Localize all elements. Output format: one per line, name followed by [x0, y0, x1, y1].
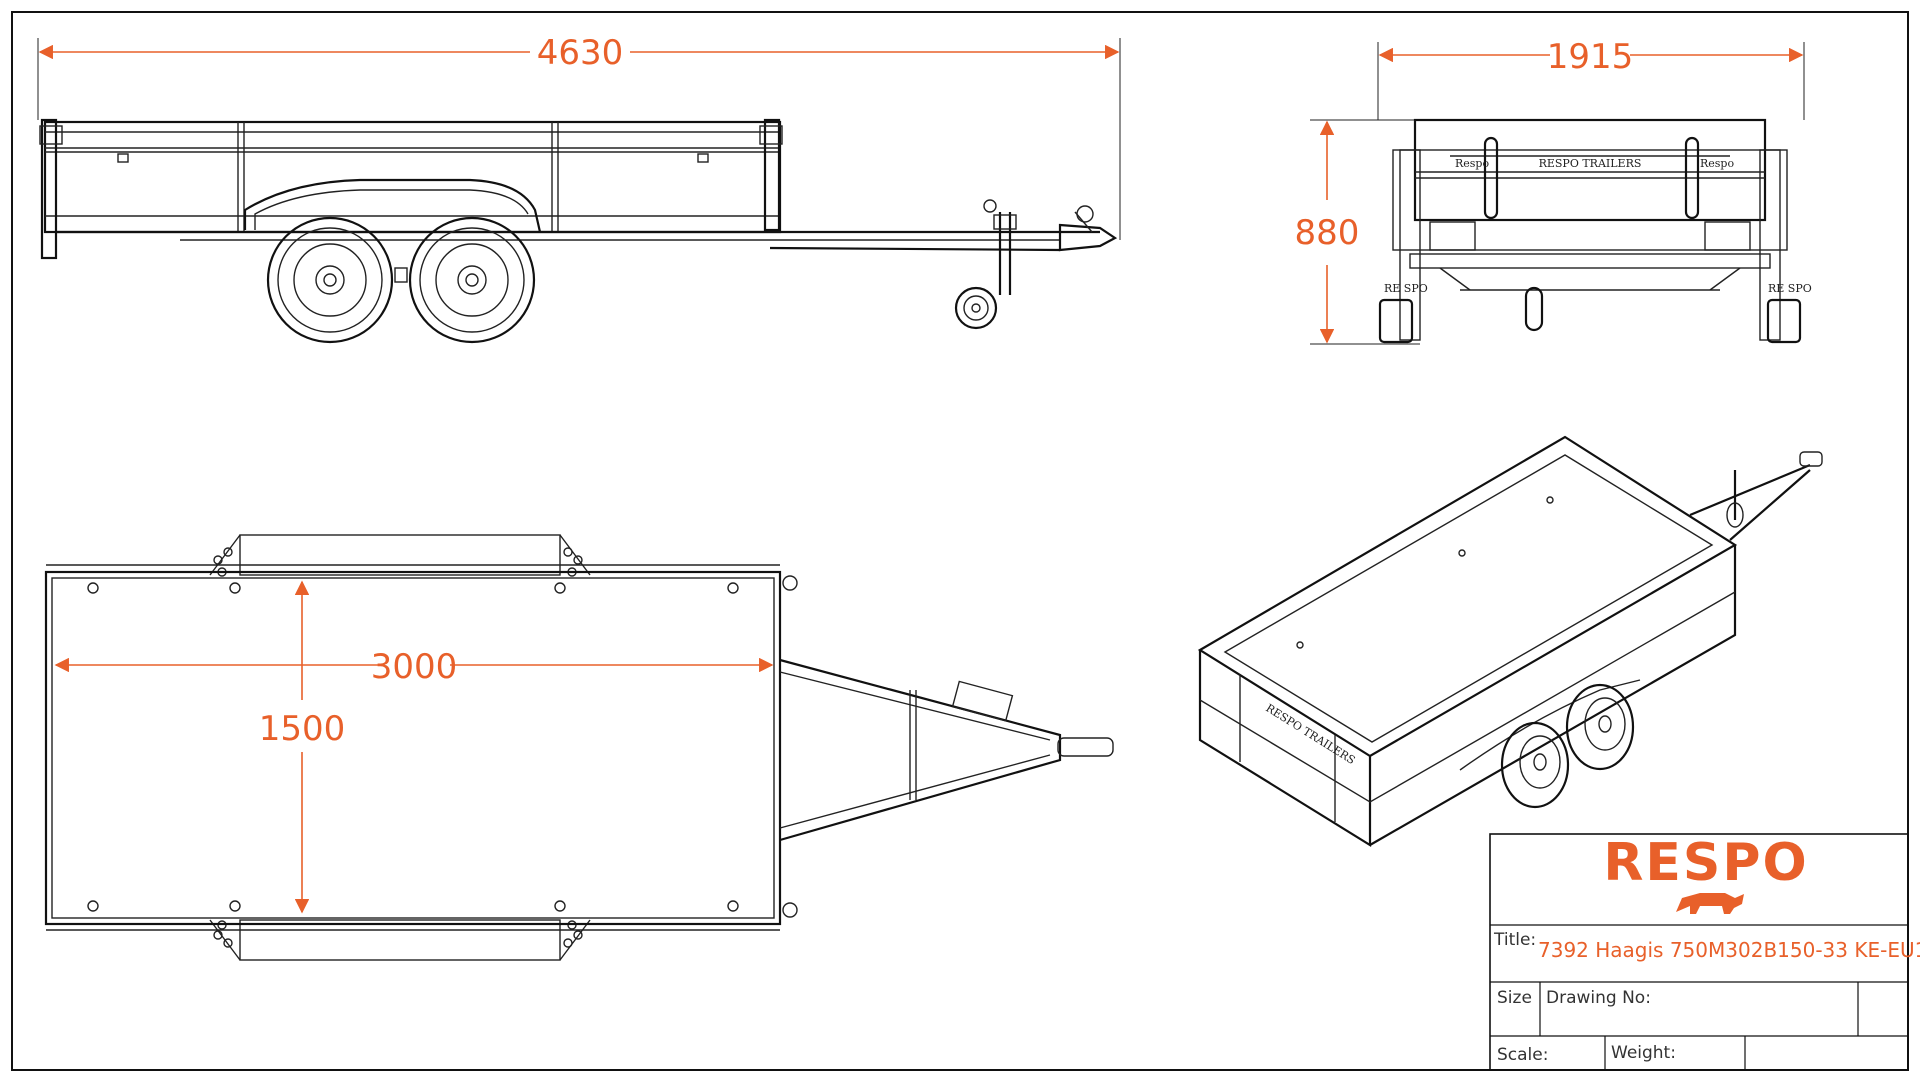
top-view-bolts: [87, 582, 739, 912]
rear-panel-label-right: Respo: [1700, 157, 1734, 170]
weight-label: Weight:: [1611, 1043, 1676, 1063]
scale-label: Scale:: [1497, 1045, 1548, 1065]
iso-wheel-rear: [1565, 683, 1635, 771]
rear-panel-label-center: RESPO TRAILERS: [1539, 157, 1642, 170]
iso-panel-label: RESPO TRAILERS: [1263, 702, 1357, 768]
drawing-border: [11, 11, 1909, 1071]
drawing-no-label: Drawing No:: [1546, 988, 1651, 1008]
dimension-overall-width: 1915: [1547, 37, 1634, 77]
title-value: 7392 Haagis 750M302B150-33 KE-EU1-: [1538, 938, 1920, 962]
iso-wheel-front: [1500, 721, 1570, 809]
isometric-view: RESPO TRAILERS: [1197, 435, 1823, 847]
dimension-overall-length: 4630: [537, 33, 624, 73]
bull-logo-icon: [1676, 893, 1744, 914]
dimension-bed-length: 3000: [371, 647, 458, 687]
side-wheel-front: [266, 216, 394, 344]
top-view: 3000 1500: [44, 534, 1114, 961]
size-label: Size: [1497, 988, 1532, 1008]
dimension-overall-height: 880: [1295, 213, 1360, 253]
fender-mark-right: RE SPO: [1768, 282, 1812, 295]
fender-mark-left: RE SPO: [1384, 282, 1428, 295]
rear-view: 1915 880 RE SPO RE SPO Respo RESPO TRAIL…: [1295, 37, 1812, 345]
rear-panel-label-left: Respo: [1455, 157, 1489, 170]
dimension-bed-width: 1500: [259, 709, 346, 749]
side-wheel-rear: [408, 216, 536, 344]
respo-logo: RESPO: [1603, 833, 1808, 893]
side-view: 4630: [37, 33, 1121, 344]
title-label: Title:: [1493, 930, 1536, 950]
title-block: RESPO Title: 7392 Haagis 750M302B150-33 …: [1489, 833, 1920, 1071]
